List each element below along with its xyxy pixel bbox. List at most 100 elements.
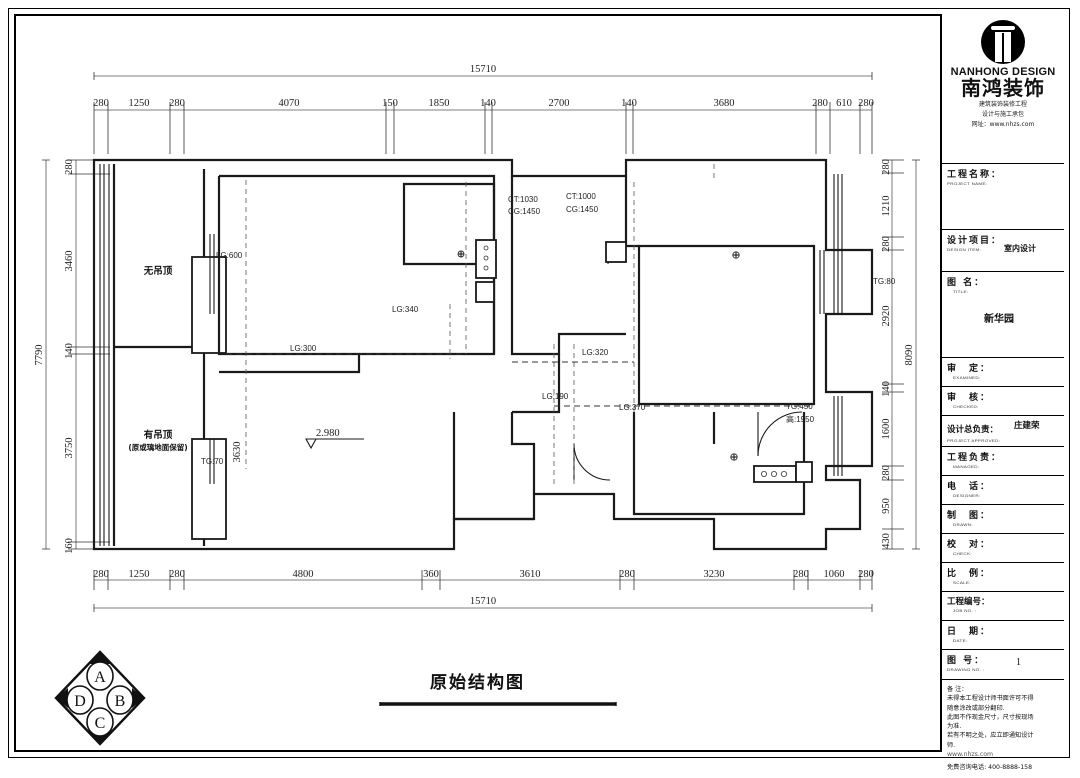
field-value: 新华园 <box>984 314 1014 325</box>
field-check[interactable]: 校 对： CHECK: <box>942 534 1064 563</box>
field-date[interactable]: 日 期： DATE: <box>942 621 1064 650</box>
field-job-no[interactable]: 工程编号： JOB NO. : <box>942 592 1064 621</box>
svg-text:3610: 3610 <box>520 569 541 580</box>
remark-hotline: 免费咨询电话: 400-8888-158 <box>947 764 1033 772</box>
field-label-en: DATE: <box>953 638 968 643</box>
svg-text:280: 280 <box>858 569 874 580</box>
svg-text:1210: 1210 <box>881 196 892 217</box>
svg-text:950: 950 <box>881 498 892 514</box>
ann-ct1030: CT:1030 <box>508 195 538 204</box>
field-label-en: TITLE: <box>953 289 969 294</box>
field-label-cn: 工程负责： <box>947 453 1003 463</box>
ann-lg600: LG:600 <box>216 251 243 260</box>
field-label-en: PROJECT NAME: <box>947 181 988 186</box>
orientation-compass: A B C D <box>54 650 146 746</box>
svg-text:140: 140 <box>480 98 496 109</box>
sheet-border-outer <box>8 8 1070 758</box>
field-project-name[interactable]: 工程名称： PROJECT NAME: <box>942 164 1064 230</box>
field-design-item[interactable]: 设计项目： DESIGN ITEM: 室内设计 <box>942 230 1064 272</box>
svg-text:2920: 2920 <box>881 306 892 327</box>
field-label-cn: 比 例： <box>947 569 992 579</box>
svg-text:1060: 1060 <box>824 569 845 580</box>
field-scale[interactable]: 比 例： SCALE: <box>942 563 1064 592</box>
svg-text:3230: 3230 <box>704 569 725 580</box>
ann-elev-2980: 2.980 <box>316 428 340 439</box>
svg-text:430: 430 <box>881 533 892 549</box>
svg-text:140: 140 <box>881 381 892 397</box>
ann-height1950: 高:1950 <box>786 414 815 424</box>
field-drawn[interactable]: 制 图： DRAWN: <box>942 505 1064 534</box>
field-label-en: EXAMINED: <box>953 375 981 380</box>
field-label-en: MANAGED: <box>953 464 980 469</box>
svg-text:1250: 1250 <box>129 569 150 580</box>
dim-bottom-labels: 280 1250 280 4800 360 3610 280 3230 280 … <box>93 569 874 580</box>
field-value: 庄建荣 <box>1014 421 1040 431</box>
dim-right-labels: 280 1210 280 2920 140 1600 280 950 430 <box>881 159 892 549</box>
svg-text:280: 280 <box>169 98 185 109</box>
left-balcony-glazing <box>99 164 110 546</box>
field-title[interactable]: 图 名： TITLE: 新华园 <box>942 272 1064 358</box>
field-label-en: DRAWN: <box>953 522 973 527</box>
svg-text:280: 280 <box>858 98 874 109</box>
ann-cg1450: CG:1450 <box>508 207 541 216</box>
field-checked[interactable]: 审 核： CHECKED: <box>942 387 1064 416</box>
remark-line: 若有不明之处，应立即通知设计 <box>947 732 1034 740</box>
compass-label-c: C <box>95 715 106 732</box>
svg-text:1250: 1250 <box>129 98 150 109</box>
doors <box>573 241 803 481</box>
svg-text:4070: 4070 <box>279 98 300 109</box>
field-label-cn: 图 名： <box>947 278 986 288</box>
field-phone[interactable]: 电 话： DESIGNER: <box>942 476 1064 505</box>
plan-svg: .w{fill:none;stroke:#1a1a1a;stroke-width… <box>34 64 920 612</box>
field-managed[interactable]: 工程负责： MANAGED: <box>942 447 1064 476</box>
company-logo-block: NANHONG DESIGN 南鸿装饰 建筑装饰装修工程 设计与施工承包 网址：… <box>942 14 1064 164</box>
ann-3630: 3630 <box>232 442 243 463</box>
remark-line: 为准. <box>947 723 962 731</box>
svg-text:280: 280 <box>881 159 892 175</box>
field-examined[interactable]: 审 定： EXAMINED: <box>942 358 1064 387</box>
svg-text:15710: 15710 <box>470 64 496 75</box>
field-label-en: PROJECT APPROVED: <box>947 438 1001 443</box>
svg-text:15710: 15710 <box>470 596 496 607</box>
svg-text:3460: 3460 <box>64 251 75 272</box>
svg-text:140: 140 <box>621 98 637 109</box>
svg-text:280: 280 <box>93 98 109 109</box>
ann-ct1000: CT:1000 <box>566 192 596 201</box>
label-ceiling-note: (原或璃地面保留) <box>128 442 187 452</box>
svg-text:280: 280 <box>881 236 892 252</box>
svg-text:280: 280 <box>169 569 185 580</box>
ann-tg70: TG:70 <box>201 457 224 466</box>
field-label-cn: 审 定： <box>947 364 992 374</box>
field-label-cn: 工程名称： <box>947 170 1003 180</box>
right-balcony-glazing <box>833 174 843 476</box>
compass-label-b: B <box>115 693 126 710</box>
field-label-en: SCALE: <box>953 580 971 585</box>
brand-name-en: NANHONG DESIGN <box>950 66 1056 78</box>
remark-line: 随意涂改或部分翻印. <box>947 704 1005 712</box>
title-block: NANHONG DESIGN 南鸿装饰 建筑装饰装修工程 设计与施工承包 网址：… <box>940 14 1064 771</box>
field-project-approved[interactable]: 设计总负责： 庄建荣 PROJECT APPROVED: <box>942 416 1064 447</box>
ann-lg300: LG:300 <box>290 344 317 353</box>
compass-label-d: D <box>74 693 86 710</box>
remarks-block: 备 注： 未得本工程设计师书面许可不得 随意涂改或部分翻印. 此图不作现金尺寸，… <box>942 680 1064 778</box>
field-label-cn: 电 话： <box>947 482 992 492</box>
field-label-cn: 工程编号： <box>947 597 990 607</box>
svg-text:160: 160 <box>64 538 75 554</box>
svg-text:4800: 4800 <box>293 569 314 580</box>
brand-tagline-2: 设计与施工承包 <box>981 111 1024 119</box>
field-label-cn: 图 号： <box>947 656 986 666</box>
remark-line: 未得本工程设计师书面许可不得 <box>947 695 1034 703</box>
plan-annotations: 无吊顶 有吊顶 (原或璃地面保留) LG:600 LG:340 LG:300 L… <box>128 192 895 466</box>
elevation-marker: 2.980 <box>305 428 364 450</box>
field-label-cn: 日 期： <box>947 627 992 637</box>
field-drawing-no[interactable]: 图 号： DRAWING NO. : 1 <box>942 650 1064 680</box>
floor-plan-drawing: .w{fill:none;stroke:#1a1a1a;stroke-width… <box>14 14 940 752</box>
remark-website: www.nhzs.com <box>947 751 994 759</box>
label-no-ceiling: 无吊顶 <box>143 266 173 277</box>
svg-text:3680: 3680 <box>714 98 735 109</box>
field-label-cn: 制 图： <box>947 511 992 521</box>
svg-text:2700: 2700 <box>549 98 570 109</box>
field-value: 室内设计 <box>1004 244 1036 253</box>
ann-lg370: LG:370 <box>619 403 646 412</box>
